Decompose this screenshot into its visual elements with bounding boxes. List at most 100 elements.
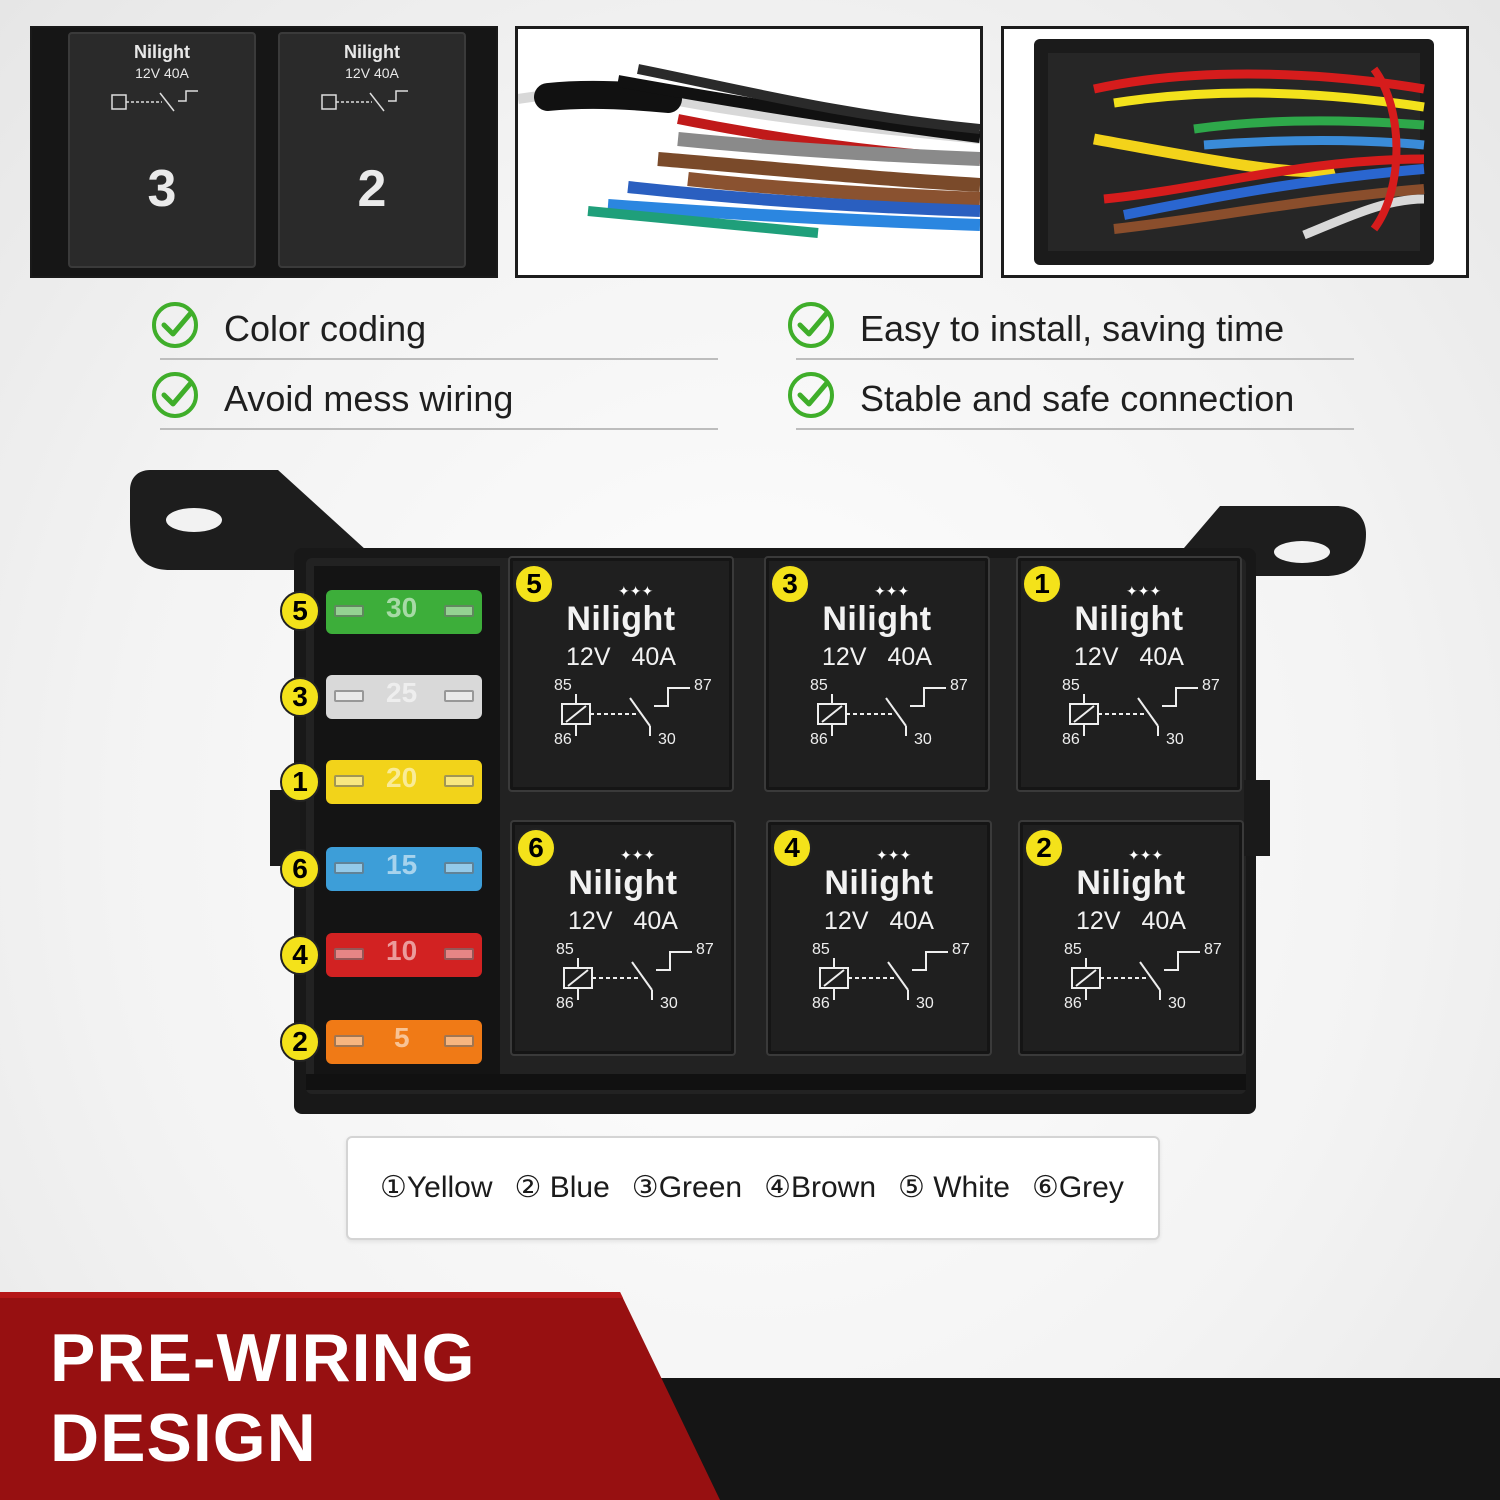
svg-text:85: 85 [812, 941, 830, 958]
relay-brand: Nilight [822, 600, 932, 638]
feature-easy-install: Easy to install, saving time [788, 300, 1354, 360]
svg-text:85: 85 [554, 677, 572, 694]
svg-text:87: 87 [694, 677, 712, 694]
relay-2: 2 ✦✦✦ Nilight 12V 40A 85 86 87 30 [1018, 820, 1244, 1056]
svg-text:85: 85 [556, 941, 574, 958]
relay-brand: Nilight [1076, 864, 1186, 902]
svg-text:30: 30 [916, 995, 934, 1012]
relay-brand: Nilight [1074, 600, 1184, 638]
sparkle-icon: ✦✦✦ [874, 584, 910, 600]
fuse-badge: 1 [280, 762, 320, 802]
relay-spec: 12V 40A [824, 907, 934, 935]
check-circle-icon [152, 372, 198, 418]
relay-badge: 1 [1022, 564, 1062, 604]
sparkle-icon: ✦✦✦ [1126, 584, 1162, 600]
svg-text:30: 30 [658, 731, 676, 748]
relay-badge: 4 [772, 828, 812, 868]
svg-text:86: 86 [1062, 731, 1080, 748]
relay-brand: Nilight [566, 600, 676, 638]
legend-item-grey: ⑥Grey [1031, 1171, 1124, 1204]
fuse-rating: 20 [386, 762, 418, 793]
feature-text: Stable and safe connection [860, 378, 1295, 419]
relay-badge: 2 [1024, 828, 1064, 868]
fuse-badge: 5 [280, 591, 320, 631]
legend-item-blue: ② Blue [514, 1171, 610, 1204]
relay-badge: 5 [514, 564, 554, 604]
wire-color-legend: ①Yellow ② Blue ③Green ④Brown ⑤ White ⑥Gr… [346, 1136, 1160, 1240]
relay-brand: Nilight [824, 864, 934, 902]
fuse-badge: 2 [280, 1022, 320, 1062]
svg-text:30: 30 [1168, 995, 1186, 1012]
svg-text:30: 30 [1166, 731, 1184, 748]
relay-brand: Nilight [344, 42, 400, 62]
banner-red-highlight [0, 1292, 623, 1298]
box-wiring-photo [1001, 26, 1469, 278]
svg-text:85: 85 [1064, 941, 1082, 958]
relay-number: 3 [147, 160, 177, 218]
sparkle-icon: ✦✦✦ [620, 848, 656, 864]
relay-4: 4 ✦✦✦ Nilight 12V 40A 85 86 87 30 [766, 820, 992, 1056]
check-circle-icon [152, 302, 198, 348]
fuse-rating: 15 [386, 849, 418, 880]
relay-badge: 6 [516, 828, 556, 868]
svg-text:85: 85 [810, 677, 828, 694]
relay-closeup-2: Nilight 12V 40A 2 [278, 32, 466, 268]
feature-avoid-mess: Avoid mess wiring [152, 370, 718, 430]
fuse-25a: 25 [326, 675, 482, 719]
box-wiring-illustration [1034, 39, 1434, 265]
svg-text:86: 86 [556, 995, 574, 1012]
relay-spec: 12V 40A [822, 643, 932, 671]
relay-schematic-icon: 85 86 87 30 [810, 677, 968, 748]
svg-text:87: 87 [1204, 941, 1222, 958]
feature-text: Avoid mess wiring [224, 378, 514, 419]
banner-red-panel [0, 1292, 720, 1500]
relay-5: 5 ✦✦✦ Nilight 12V 40A 85 86 87 30 [508, 556, 734, 792]
relay-6: 6 ✦✦✦ Nilight 12V 40A 85 86 87 30 [510, 820, 736, 1056]
fuse-badge: 6 [280, 849, 320, 889]
relay-brand: Nilight [134, 42, 190, 62]
fuse-badge: 3 [280, 677, 320, 717]
check-circle-icon [788, 372, 834, 418]
relay-schematic-icon: 85 86 87 30 [1062, 677, 1220, 748]
svg-text:87: 87 [952, 941, 970, 958]
fuse-30a: 30 [326, 590, 482, 634]
relay-schematic-icon [321, 90, 408, 112]
relay-schematic-icon: 85 86 87 30 [812, 941, 970, 1012]
legend-items: ①Yellow ② Blue ③Green ④Brown ⑤ White ⑥Gr… [380, 1170, 1124, 1205]
relay-spec: 12V 40A [566, 643, 676, 671]
svg-text:86: 86 [812, 995, 830, 1012]
relay-schematic-icon: 85 86 87 30 [554, 677, 712, 748]
relay-closeup-3: Nilight 12V 40A 3 [68, 32, 256, 268]
banner-title-line-1: PRE-WIRING [50, 1320, 476, 1396]
fuse-badge: 4 [280, 935, 320, 975]
relay-spec: 12V 40A [1074, 643, 1184, 671]
wires-illustration [518, 64, 980, 247]
svg-text:86: 86 [810, 731, 828, 748]
check-circle-icon [788, 302, 834, 348]
fuse-rating: 10 [386, 935, 418, 966]
legend-item-brown: ④Brown [764, 1171, 877, 1204]
relay-number: 2 [357, 160, 387, 218]
fuse-10a: 10 [326, 933, 482, 977]
sparkle-icon: ✦✦✦ [1128, 848, 1164, 864]
relay-schematic-icon: 85 86 87 30 [1064, 941, 1222, 1012]
relay-schematic-icon: 85 86 87 30 [556, 941, 714, 1012]
relay-brand: Nilight [568, 864, 678, 902]
sparkle-icon: ✦✦✦ [618, 584, 654, 600]
relay-spec: 12V 40A [345, 65, 399, 81]
fuse-rating: 30 [386, 592, 418, 623]
svg-text:30: 30 [660, 995, 678, 1012]
legend-item-green: ③Green [631, 1171, 743, 1204]
svg-text:86: 86 [1064, 995, 1082, 1012]
svg-text:87: 87 [950, 677, 968, 694]
fuse-rating: 5 [394, 1022, 410, 1053]
fuse-15a: 15 [326, 847, 482, 891]
relay-schematic-icon [111, 90, 198, 112]
legend-item-yellow: ①Yellow [380, 1171, 493, 1204]
sparkle-icon: ✦✦✦ [876, 848, 912, 864]
banner-title-line-2: DESIGN [50, 1400, 317, 1476]
svg-text:86: 86 [554, 731, 572, 748]
fuse-5a: 5 [326, 1020, 482, 1064]
wire-ends-photo [515, 26, 983, 278]
legend-item-white: ⑤ White [898, 1171, 1010, 1204]
